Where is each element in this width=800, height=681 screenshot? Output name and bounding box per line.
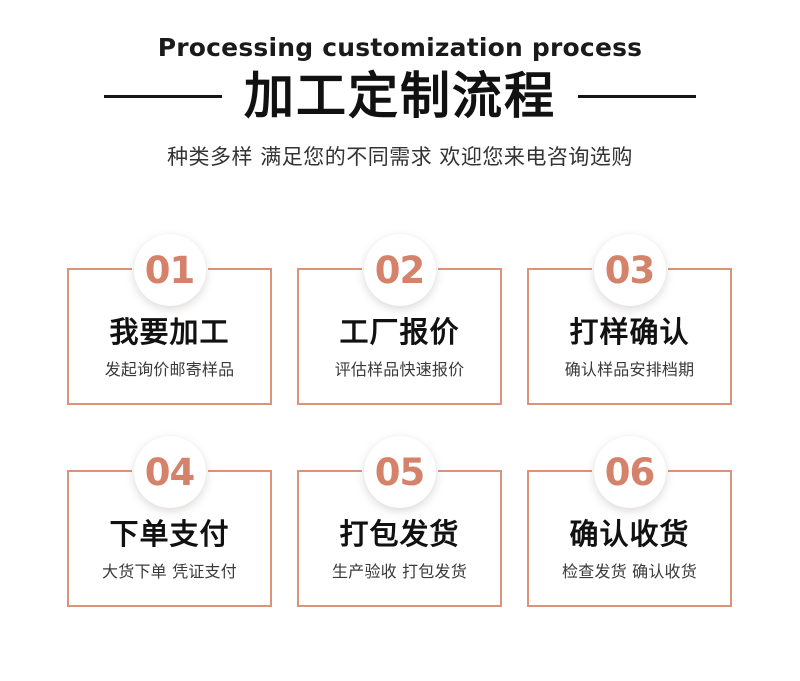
step-title: 打包发货	[339, 517, 460, 552]
step-number-badge: 01	[133, 234, 206, 306]
process-step-card-04[interactable]: 04 下单支付 大货下单 凭证支付	[67, 436, 272, 607]
title-rule-left	[104, 94, 222, 98]
step-description: 评估样品快速报价	[334, 359, 465, 379]
step-description: 生产验收 打包发货	[332, 561, 467, 581]
step-title: 我要加工	[109, 315, 230, 350]
process-step-grid: 01 我要加工 发起询价邮寄样品 02 工厂报价 评估样品快速报价 03 打样确…	[67, 234, 733, 607]
step-number: 04	[144, 450, 195, 494]
step-description: 大货下单 凭证支付	[102, 561, 237, 581]
main-title-row: 加工定制流程	[0, 66, 800, 126]
page-title: 加工定制流程	[244, 66, 556, 125]
step-number-badge: 02	[363, 234, 436, 306]
step-number: 03	[604, 248, 655, 292]
title-rule-right	[578, 94, 696, 98]
step-number-badge: 06	[593, 436, 666, 508]
process-step-card-02[interactable]: 02 工厂报价 评估样品快速报价	[297, 234, 502, 405]
step-description: 发起询价邮寄样品	[104, 359, 235, 379]
step-number: 05	[374, 450, 425, 494]
process-step-card-03[interactable]: 03 打样确认 确认样品安排档期	[527, 234, 732, 405]
page-header: Processing customization process 加工定制流程 …	[0, 0, 800, 171]
step-number-badge: 05	[363, 436, 436, 508]
step-number-badge: 04	[133, 436, 206, 508]
step-title: 确认收货	[569, 517, 690, 552]
step-description: 确认样品安排档期	[564, 359, 695, 379]
step-number: 01	[144, 248, 195, 292]
step-title: 工厂报价	[339, 315, 460, 350]
eyebrow-text: Processing customization process	[157, 33, 643, 62]
step-number: 06	[604, 450, 655, 494]
process-step-card-05[interactable]: 05 打包发货 生产验收 打包发货	[297, 436, 502, 607]
process-step-card-01[interactable]: 01 我要加工 发起询价邮寄样品	[67, 234, 272, 405]
step-number: 02	[374, 248, 425, 292]
step-description: 检查发货 确认收货	[562, 561, 697, 581]
process-step-card-06[interactable]: 06 确认收货 检查发货 确认收货	[527, 436, 732, 607]
step-title: 下单支付	[109, 517, 230, 552]
step-title: 打样确认	[569, 315, 690, 350]
step-number-badge: 03	[593, 234, 666, 306]
page-subtitle: 种类多样 满足您的不同需求 欢迎您来电咨询选购	[167, 145, 633, 169]
